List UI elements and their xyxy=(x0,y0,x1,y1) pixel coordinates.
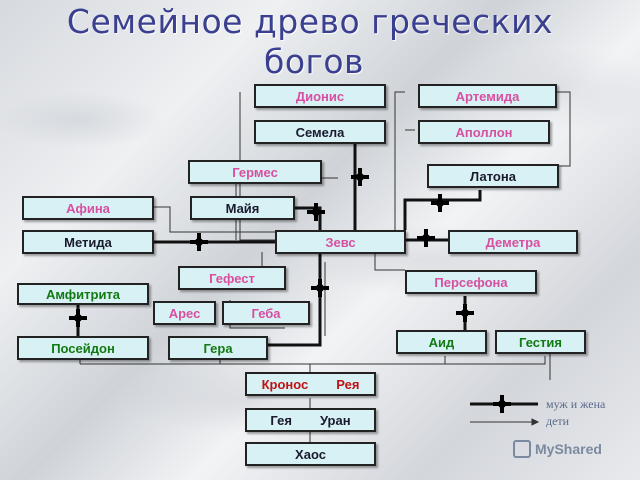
spouse-line-latona xyxy=(403,190,482,230)
node-geya: Гея xyxy=(270,412,292,428)
node-metida: Метида xyxy=(22,230,154,254)
spouse-marker-maiya xyxy=(307,203,325,221)
spouse-marker-gera xyxy=(311,279,329,297)
watermark-logo-icon xyxy=(513,440,531,458)
node-aid: Аид xyxy=(396,330,487,354)
node-gefest: Гефест xyxy=(178,266,286,290)
node-latona: Латона xyxy=(427,164,559,188)
page-title-line1: Семейное древо греческих xyxy=(66,2,554,41)
node-zevs: Зевс xyxy=(275,230,406,254)
node-afina: Афина xyxy=(22,196,154,220)
legend-spouses-label: муж и жена xyxy=(546,397,606,411)
child-line-afina xyxy=(153,206,275,233)
watermark: MyShared xyxy=(513,440,602,458)
spouse-marker-semela xyxy=(351,168,369,186)
node-gestiya: Гестия xyxy=(495,330,586,354)
watermark-text: MyShared xyxy=(535,441,602,457)
node-gera: Гера xyxy=(168,336,268,360)
node-maiya: Майя xyxy=(190,196,295,220)
child-line-persefona xyxy=(374,252,405,271)
node-geya-uran: Гея Уран xyxy=(245,408,376,432)
node-poseidon: Посейдон xyxy=(17,336,149,360)
legend-arrow xyxy=(531,418,540,426)
node-germes: Гермес xyxy=(188,160,322,184)
child-line-dionis xyxy=(239,92,275,241)
node-artemida: Артемида xyxy=(418,84,557,108)
node-apollon: Аполлон xyxy=(418,120,550,144)
node-uran: Уран xyxy=(319,412,351,428)
legend-spouse-marker xyxy=(493,395,511,413)
spouse-line-maiya xyxy=(295,206,322,230)
child-line-siblings xyxy=(80,356,546,365)
spouse-marker-latona xyxy=(431,194,449,212)
spouse-marker-demetra xyxy=(417,229,435,247)
child-line-artemida xyxy=(394,91,405,230)
node-ares: Арес xyxy=(153,301,216,325)
node-kronos: Кронос xyxy=(261,376,309,392)
node-semela: Семела xyxy=(254,120,386,144)
node-haos: Хаос xyxy=(245,442,376,466)
spouse-marker-persefona xyxy=(456,304,474,322)
node-dionis: Дионис xyxy=(254,84,386,108)
spouse-marker-amfitrita xyxy=(69,309,87,327)
node-reya: Рея xyxy=(336,376,360,392)
node-kronos-reya: Кронос Рея xyxy=(245,372,376,396)
node-persefona: Персефона xyxy=(405,270,537,294)
node-demetra: Деметра xyxy=(448,230,578,254)
page-title-line2: богов xyxy=(263,42,365,81)
legend-children-label: дети xyxy=(546,414,570,428)
spouse-marker-metida xyxy=(190,233,208,251)
node-amfitrita: Амфитрита xyxy=(17,283,149,305)
node-geba: Геба xyxy=(222,301,310,325)
